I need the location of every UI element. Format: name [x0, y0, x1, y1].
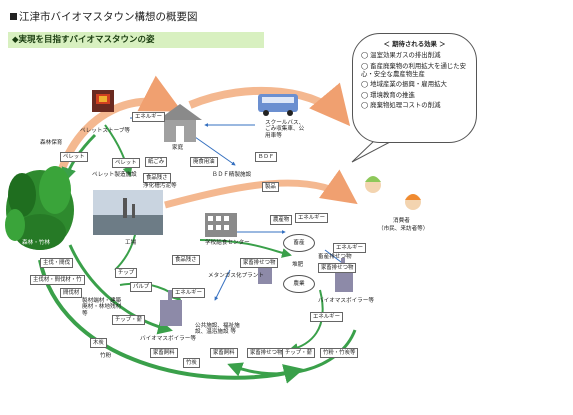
box-bdf-top: ＢＤＦ: [255, 152, 278, 162]
box-crops: 農産物: [270, 215, 293, 225]
box-food-waste-sc: 食品残さ: [172, 255, 200, 265]
expected-effects-bubble: ＜ 期待される効果 ＞ ◯ 温室効果ガスの排出削減 ◯ 畜産廃棄物の利用拡大を通…: [352, 33, 477, 143]
page-title: 江津市バイオマスタウン構想の概要図: [10, 9, 198, 24]
arrow-orange-consumer: [164, 169, 358, 209]
bubble-tail: [351, 139, 391, 163]
consumers-illustration: [365, 176, 421, 210]
arrow-orange-right: [188, 82, 351, 127]
label-forest-maintenance: 森林保育: [40, 140, 63, 146]
box-thinned-b: 間伐材: [60, 288, 83, 298]
box-thinning: 主伐・間伐: [40, 258, 73, 268]
box-thinned-a: 主伐材・間伐材・竹: [30, 275, 85, 285]
effect-item: ◯ 廃棄物処理コストの削減: [361, 100, 441, 109]
box-livestock-feed: 家畜飼料: [210, 348, 238, 358]
box-energy-right-low: エネルギー: [310, 312, 343, 322]
label-pellet-plant: ペレット製造施設: [92, 172, 137, 178]
house-illustration: [158, 104, 202, 142]
arrow-green-mid: [199, 239, 292, 258]
effects-heading: ＜ 期待される効果 ＞: [383, 40, 446, 48]
box-waste-paper: 紙ごみ: [145, 157, 168, 167]
label-pellet-stove: ペレットストーブ等: [80, 128, 131, 134]
effect-item: ◯ 畜産廃棄物の利用拡大を通じた安心・安全な農産物生産: [361, 61, 467, 78]
label-public-facility: 公共施設、福祉施設、温浴施設 等: [195, 323, 240, 336]
box-energy-mid: エネルギー: [295, 213, 328, 223]
label-consumers: 消費者: [393, 218, 410, 224]
effect-item: ◯ 地域産業の振興・雇用拡大: [361, 80, 447, 89]
box-bamboo-powder: 竹粉・竹炭等: [320, 348, 359, 358]
pellet-stove-photo: [92, 90, 114, 112]
label-building-materials: 製材端材・建築廃材・林地残材 等: [82, 298, 122, 317]
box-livestock-excr: 家畜排せつ物: [247, 348, 286, 358]
factory-photo: [93, 190, 163, 235]
forest-illustration: [5, 166, 74, 250]
box-livestock-manure: 家畜排せつ物: [318, 263, 357, 273]
box-food-waste-home: 食品残さ: [143, 173, 171, 183]
bus-photo: [258, 94, 298, 116]
box-pellet-a: ペレット: [60, 152, 88, 162]
box-pellet-b: ペレット: [112, 158, 140, 168]
label-biomass-boiler-left: バイオマスボイラー等: [140, 336, 196, 342]
box-food-waste-mid: 家畜排せつ物: [240, 258, 279, 268]
methane-plant: [258, 266, 272, 284]
box-charcoal-bottom: 竹炭: [183, 358, 200, 368]
effect-item: ◯ 温室効果ガスの排出削減: [361, 51, 441, 60]
arrow-green-bottom: [38, 259, 304, 384]
label-forest: 森林・竹林: [22, 240, 50, 246]
box-energy-low: エネルギー: [172, 288, 205, 298]
box-livestock-bottom: 家畜飼料: [150, 348, 178, 358]
vision-banner: ◆実現を目指すバイオマスタウンの姿: [8, 32, 264, 48]
arrow-green-left-down: [68, 244, 173, 335]
box-chip-low: チップ・薪: [112, 315, 145, 325]
label-sewage: 浄化槽汚泥等: [143, 183, 177, 189]
boiler-left: [160, 290, 182, 326]
box-waste-oil: 廃食用油: [190, 157, 218, 167]
label-methane-plant: メタンガス化プラント: [208, 273, 264, 279]
label-cattle-manure: 畜産排せつ物: [318, 254, 352, 260]
box-product: 製品: [262, 182, 279, 192]
label-bus: スクールバス、ごみ収集車、公用車等: [265, 120, 305, 139]
label-biomass-boiler-right: バイオマスボイラー等: [318, 298, 374, 304]
arrow-green-pellet: [104, 124, 133, 177]
label-school-lunch: 学校給食センター: [205, 240, 250, 246]
box-charcoal: 木炭: [90, 338, 107, 348]
label-home: 家庭: [172, 145, 184, 151]
arrow-blue-methane: [214, 269, 231, 301]
label-woodchip-low: 竹粉: [100, 353, 112, 359]
arrow-green-right-loop: [227, 329, 357, 377]
box-pulp: パルプ: [130, 282, 153, 292]
label-factory: 工場: [125, 240, 137, 246]
box-energy-right: エネルギー: [333, 243, 366, 253]
effect-item: ◯ 環境教育の推進: [361, 90, 415, 99]
hub-agriculture: 農業: [283, 275, 315, 293]
box-chip-top: チップ: [115, 268, 138, 278]
label-bdf-plant: ＢＤＦ精製施設: [212, 172, 252, 178]
label-fertilizer: 堆肥: [292, 262, 304, 268]
school-illustration: [205, 213, 237, 237]
box-energy-top: エネルギー: [132, 112, 165, 122]
label-consumers-sub: （市民、来訪者等）: [378, 226, 429, 232]
hub-livestock: 畜産: [283, 234, 315, 252]
box-chip-firewood: チップ・薪: [282, 348, 315, 358]
